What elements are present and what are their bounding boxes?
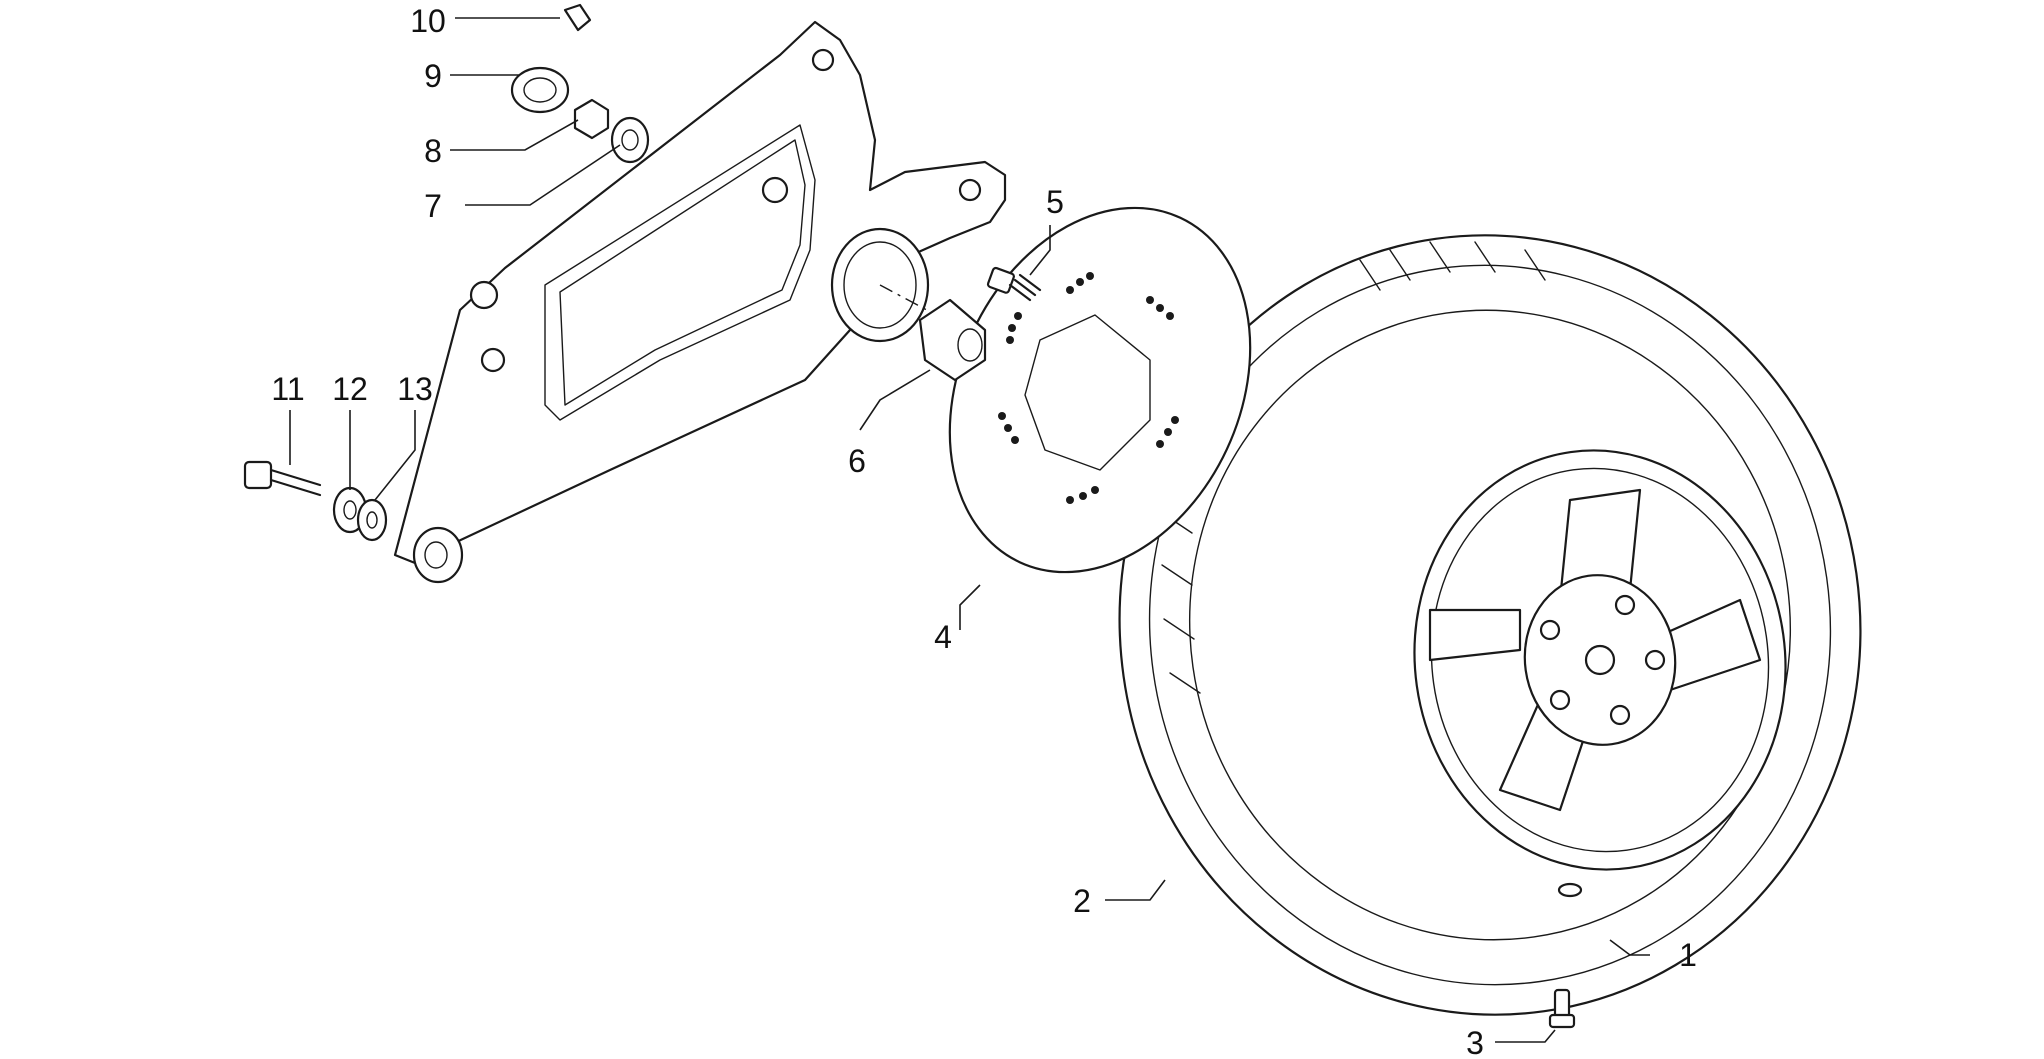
callout-13: 13: [397, 371, 433, 407]
callout-1: 1: [1679, 937, 1697, 973]
disc-bolt: [986, 266, 1042, 302]
callout-7: 7: [424, 188, 442, 224]
callouts: 1 2 3 4 5 6 7 8 9 10 11 12 13: [271, 3, 1697, 1059]
leader-lines: [289, 17, 1650, 1043]
valve-stem: [1548, 988, 1576, 1029]
callout-5: 5: [1046, 184, 1064, 220]
swing-arm: [393, 20, 1321, 584]
callout-6: 6: [848, 443, 866, 479]
callout-12: 12: [332, 371, 368, 407]
washer-13: [356, 498, 388, 542]
callout-3: 3: [1466, 1025, 1484, 1059]
pivot-bolt: [243, 460, 322, 497]
callout-11: 11: [271, 371, 304, 407]
wheel-spacer: [918, 298, 987, 382]
speedo-drive: [510, 66, 570, 114]
clip: [563, 3, 592, 32]
nut: [573, 98, 610, 140]
callout-4: 4: [934, 619, 952, 655]
bushing: [610, 116, 650, 164]
callout-9: 9: [424, 58, 442, 94]
wheel-assembly: [1118, 234, 1862, 1016]
disc-holes: [998, 272, 1179, 504]
callout-10: 10: [410, 3, 446, 39]
callout-8: 8: [424, 133, 442, 169]
callout-2: 2: [1073, 883, 1091, 919]
